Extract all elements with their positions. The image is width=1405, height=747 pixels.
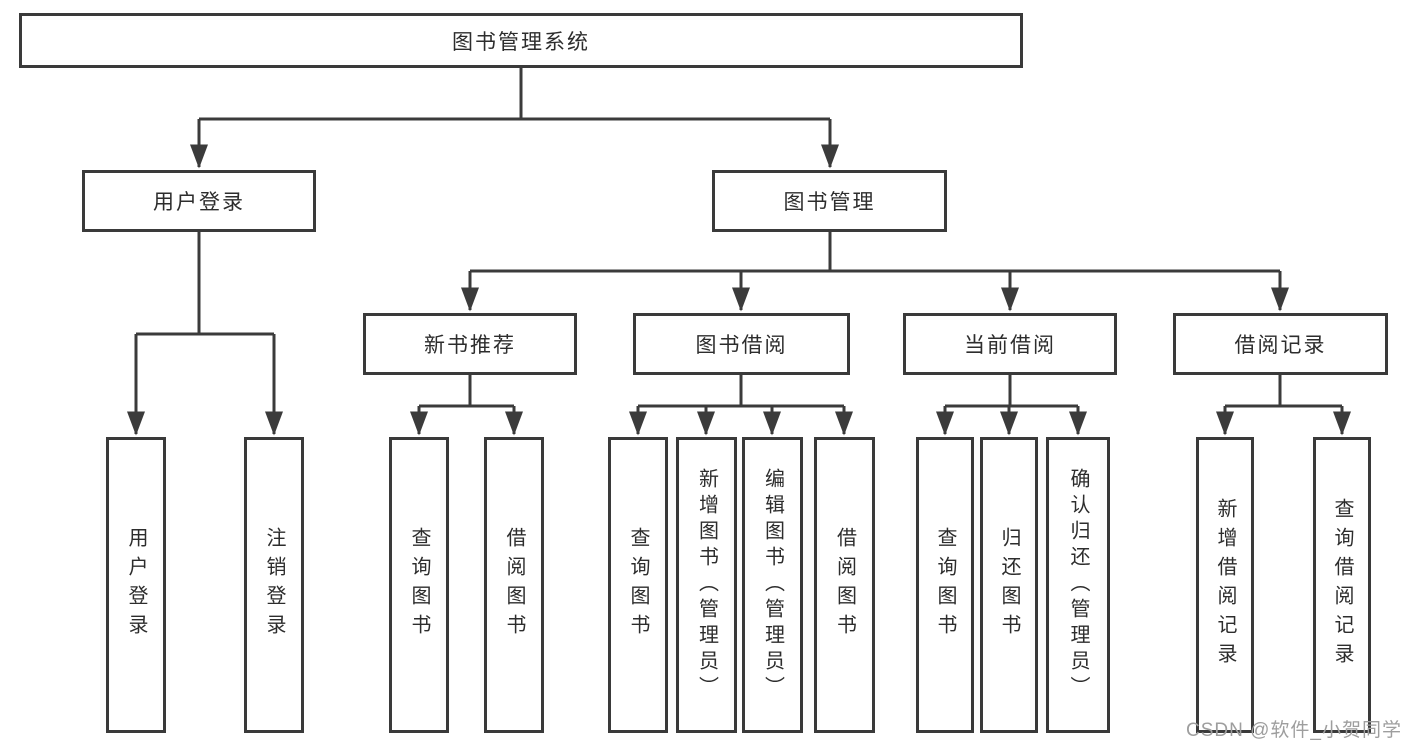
node-leaf-add-books-admin: 新增图书（管理员） [676, 437, 737, 733]
node-label: 借阅记录 [1234, 334, 1327, 357]
node-current-borrowing: 当前借阅 [903, 313, 1117, 375]
node-leaf-query-books-cb: 查询图书 [916, 437, 974, 733]
node-label: 编辑图书（管理员） [761, 468, 784, 702]
node-label: 新书推荐 [424, 334, 516, 357]
node-library-management-system: 图书管理系统 [19, 13, 1023, 68]
node-leaf-confirm-return-admin: 确认归还（管理员） [1046, 437, 1110, 733]
node-leaf-logout: 注销登录 [244, 437, 304, 733]
node-leaf-query-books-bb: 查询图书 [608, 437, 668, 733]
watermark: CSDN @软件_小贺同学 [1186, 720, 1402, 741]
node-label: 用户登录 [125, 527, 147, 643]
node-label: 查询图书 [627, 527, 649, 643]
node-label: 借阅图书 [503, 527, 525, 643]
node-leaf-return-books: 归还图书 [980, 437, 1038, 733]
node-label: 归还图书 [998, 527, 1020, 643]
node-label: 新增图书（管理员） [695, 468, 718, 702]
node-book-management: 图书管理 [712, 170, 947, 232]
node-leaf-query-borrow-record: 查询借阅记录 [1313, 437, 1371, 733]
edge-bookborrow-to-leaves [629, 375, 853, 436]
node-label: 查询图书 [408, 527, 430, 643]
node-leaf-user-login: 用户登录 [106, 437, 166, 733]
edge-userlogin-to-leaves [127, 232, 283, 436]
node-label: 图书管理 [783, 191, 876, 214]
node-leaf-borrow-books-rec: 借阅图书 [484, 437, 544, 733]
edge-newbookrec-to-leaves [410, 375, 523, 436]
node-label: 新增借阅记录 [1214, 498, 1236, 672]
node-leaf-query-books-rec: 查询图书 [389, 437, 449, 733]
node-label: 当前借阅 [964, 334, 1056, 357]
node-label: 借阅图书 [833, 527, 856, 643]
node-book-borrowing: 图书借阅 [633, 313, 850, 375]
edge-currentborrow-to-leaves [936, 375, 1087, 436]
node-user-login: 用户登录 [82, 170, 316, 232]
node-leaf-add-borrow-record: 新增借阅记录 [1196, 437, 1254, 733]
node-leaf-edit-books-admin: 编辑图书（管理员） [742, 437, 803, 733]
node-borrowing-records: 借阅记录 [1173, 313, 1388, 375]
node-leaf-borrow-books-bb: 借阅图书 [814, 437, 875, 733]
node-label: 图书借阅 [695, 334, 788, 357]
edge-root-to-level2 [190, 68, 839, 169]
node-label: 查询图书 [934, 527, 956, 643]
node-new-book-recommendation: 新书推荐 [363, 313, 577, 375]
edge-borrowrecords-to-leaves [1216, 375, 1351, 436]
node-label: 图书管理系统 [452, 30, 590, 54]
node-label: 用户登录 [153, 191, 245, 214]
node-label: 注销登录 [263, 527, 285, 643]
edge-bookmgmt-to-level3 [461, 232, 1289, 312]
node-label: 查询借阅记录 [1331, 498, 1353, 672]
node-label: 确认归还（管理员） [1067, 468, 1089, 702]
